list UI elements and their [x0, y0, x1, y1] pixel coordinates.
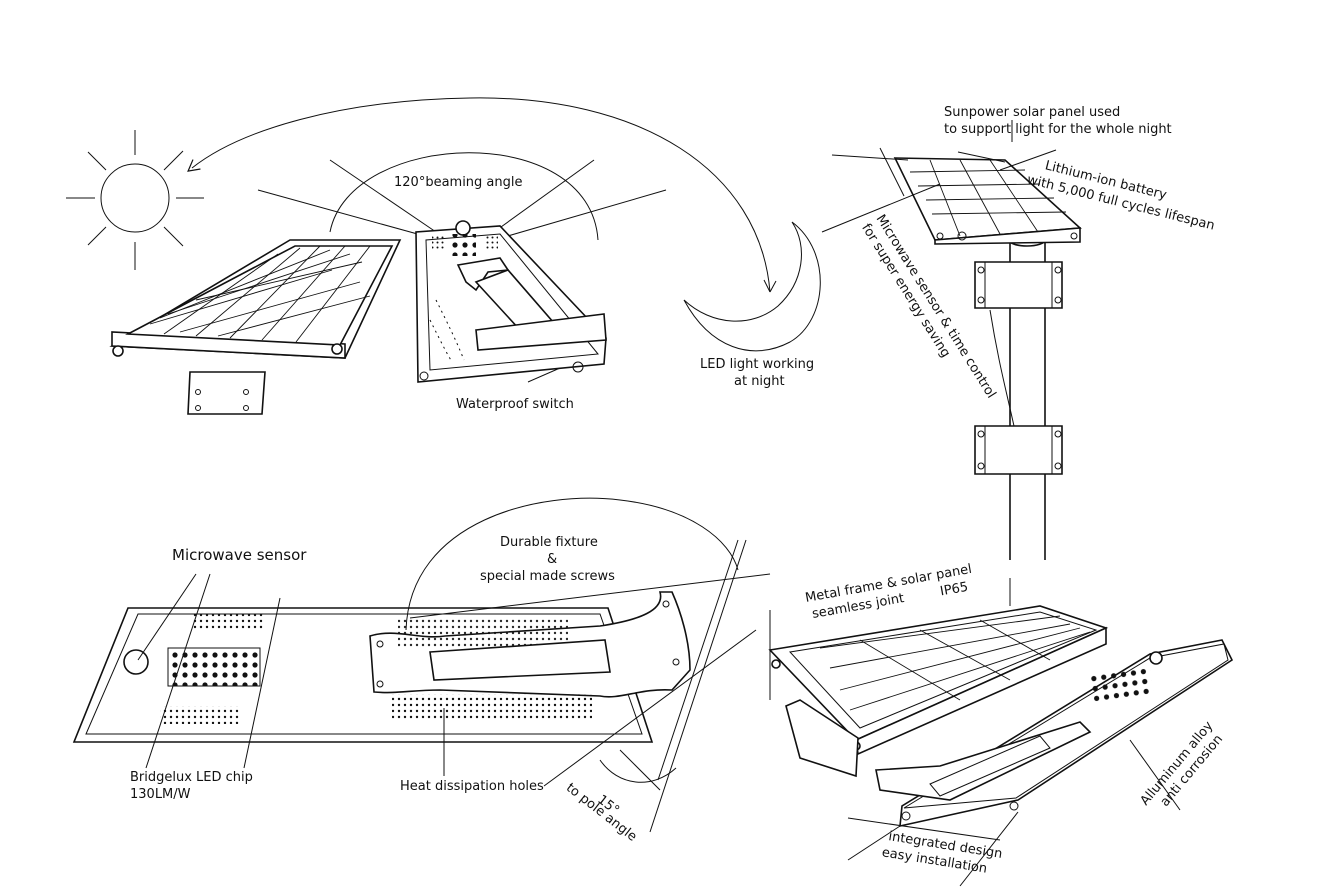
label-microwave-sensor: Microwave sensor	[172, 546, 307, 564]
label-waterproof-switch: Waterproof switch	[456, 397, 574, 412]
top-lamp-housing	[415, 220, 607, 383]
label-beaming-angle: 120°beaming angle	[394, 175, 523, 190]
label-led-night-2: at night	[734, 374, 785, 389]
label-bridgelux-2: 130LM/W	[130, 787, 191, 802]
label-durable-1: Durable fixture	[500, 535, 598, 550]
pole-solar-panel	[893, 157, 1082, 245]
label-led-night-1: LED light working	[700, 357, 814, 372]
bottom-lamp-angled	[768, 605, 1234, 828]
label-durable-2: &	[547, 552, 557, 567]
day-night-arrow	[187, 97, 771, 293]
label-bridgelux-1: Bridgelux LED chip	[130, 770, 253, 785]
label-durable-3: special made screws	[480, 569, 615, 584]
moon-icon	[683, 221, 821, 352]
top-solar-panel	[109, 239, 402, 415]
durable-fixture-arc	[405, 497, 739, 631]
sun-icon	[66, 130, 204, 270]
label-heat-holes: Heat dissipation holes	[400, 779, 544, 794]
beaming-angle-arc	[329, 152, 599, 241]
label-ip65: IP65	[939, 580, 969, 600]
label-sunpower-1: Sunpower solar panel used	[944, 105, 1120, 120]
label-pole-angle: to pole angle	[563, 780, 639, 844]
label-sunpower-2: to support light for the whole night	[944, 122, 1172, 137]
bottom-lamp-front	[72, 591, 691, 743]
